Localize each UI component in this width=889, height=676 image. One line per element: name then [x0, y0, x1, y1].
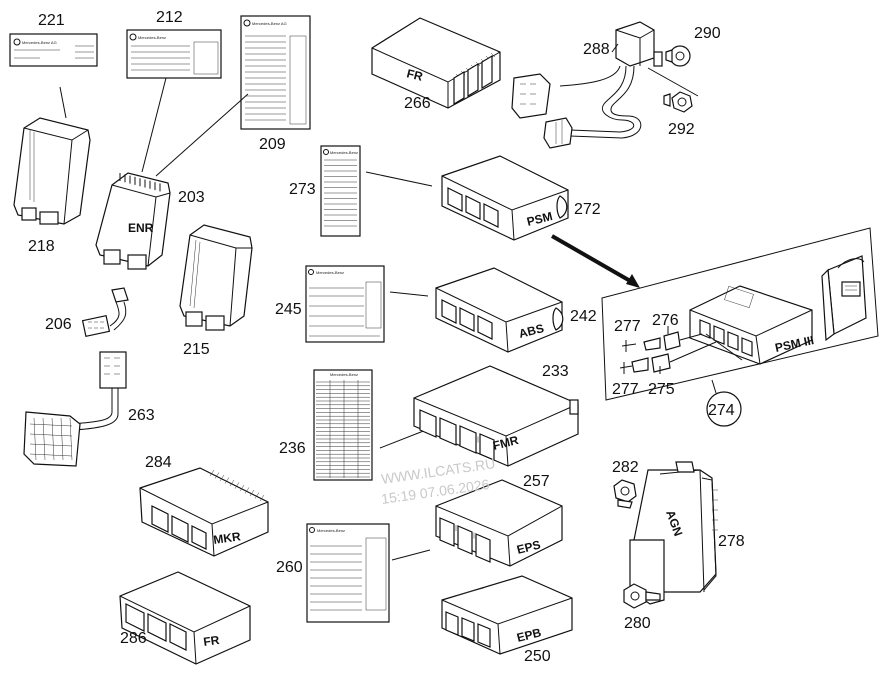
- label-236[interactable]: Mercedes-Benz: [313, 369, 373, 481]
- module-286-fr[interactable]: FR: [119, 571, 251, 665]
- callout-218: 218: [28, 238, 55, 255]
- connector-263[interactable]: [23, 351, 127, 467]
- callout-260: 260: [276, 559, 303, 576]
- label-260[interactable]: Mercedes-Benz: [306, 523, 390, 623]
- callout-206: 206: [45, 316, 72, 333]
- fr-bottom-label: FR: [202, 633, 220, 649]
- callout-286: 286: [120, 630, 147, 647]
- module-242-abs[interactable]: ABS: [435, 267, 564, 353]
- fmr-label: FMR: [491, 433, 520, 453]
- label-273-brand: Mercedes-Benz: [330, 150, 358, 155]
- abs-label: ABS: [517, 321, 545, 341]
- label-212[interactable]: Mercedes-Benz: [126, 29, 222, 79]
- module-215[interactable]: [179, 224, 253, 331]
- epb-label: EPB: [515, 625, 543, 645]
- label-260-brand: Mercedes-Benz: [317, 528, 345, 533]
- module-257-eps[interactable]: EPS: [435, 479, 563, 567]
- module-266-fr[interactable]: FR: [371, 17, 501, 109]
- fr-top-label: FR: [405, 66, 424, 84]
- callout-245: 245: [275, 301, 302, 318]
- label-209-brand: Mercedes-Benz AG: [252, 21, 287, 26]
- screw-280[interactable]: [623, 583, 661, 609]
- module-218[interactable]: [13, 117, 91, 225]
- callout-278: 278: [718, 533, 745, 550]
- grommet-290[interactable]: [665, 45, 691, 67]
- callout-277-upper: 277: [614, 318, 641, 335]
- connector-206[interactable]: [81, 287, 129, 338]
- callout-212: 212: [156, 9, 183, 26]
- callout-209: 209: [259, 136, 286, 153]
- mkr-label: MKR: [212, 529, 241, 547]
- callout-236: 236: [279, 440, 306, 457]
- callout-263: 263: [128, 407, 155, 424]
- callout-257: 257: [523, 473, 550, 490]
- callout-250: 250: [524, 648, 551, 665]
- label-273[interactable]: Mercedes-Benz: [320, 145, 361, 237]
- label-245-brand: Mercedes-Benz: [316, 270, 344, 275]
- label-221[interactable]: Mercedes-Benz AG: [9, 33, 98, 67]
- callout-280: 280: [624, 615, 651, 632]
- callout-275: 275: [648, 381, 675, 398]
- module-203-enr[interactable]: ENR: [95, 172, 171, 270]
- callout-215: 215: [183, 341, 210, 358]
- callout-266: 266: [404, 95, 431, 112]
- module-250-epb[interactable]: EPB: [441, 575, 573, 655]
- detail-frame-274[interactable]: PSM III: [601, 227, 879, 401]
- module-272-psm[interactable]: PSM: [441, 155, 569, 241]
- psm-detail-arrow: [551, 234, 640, 288]
- callout-284: 284: [145, 454, 172, 471]
- nut-292[interactable]: [663, 91, 693, 113]
- harness-288[interactable]: [511, 21, 699, 149]
- callout-273: 273: [289, 181, 316, 198]
- callout-203: 203: [178, 189, 205, 206]
- enr-label: ENR: [128, 221, 154, 235]
- callout-288: 288: [583, 41, 610, 58]
- callout-292: 292: [668, 121, 695, 138]
- module-233-fmr[interactable]: FMR: [413, 365, 579, 467]
- psm-label: PSM: [525, 209, 554, 229]
- callout-233: 233: [542, 363, 569, 380]
- eps-label: EPS: [515, 538, 542, 557]
- callout-circle-274[interactable]: [706, 379, 742, 427]
- label-236-brand: Mercedes-Benz: [330, 372, 358, 377]
- label-209[interactable]: Mercedes-Benz AG: [240, 15, 311, 130]
- callout-221: 221: [38, 12, 65, 29]
- callout-277-lower: 277: [612, 381, 639, 398]
- bolt-282[interactable]: [613, 479, 637, 509]
- label-212-brand: Mercedes-Benz: [138, 35, 166, 40]
- module-284-mkr[interactable]: MKR: [139, 467, 269, 557]
- callout-282: 282: [612, 459, 639, 476]
- callout-276: 276: [652, 312, 679, 329]
- callout-272: 272: [574, 201, 601, 218]
- callout-242: 242: [570, 308, 597, 325]
- callout-290: 290: [694, 25, 721, 42]
- callout-274: 274: [708, 402, 735, 419]
- label-221-brand: Mercedes-Benz AG: [22, 40, 57, 45]
- label-245[interactable]: Mercedes-Benz: [305, 265, 385, 343]
